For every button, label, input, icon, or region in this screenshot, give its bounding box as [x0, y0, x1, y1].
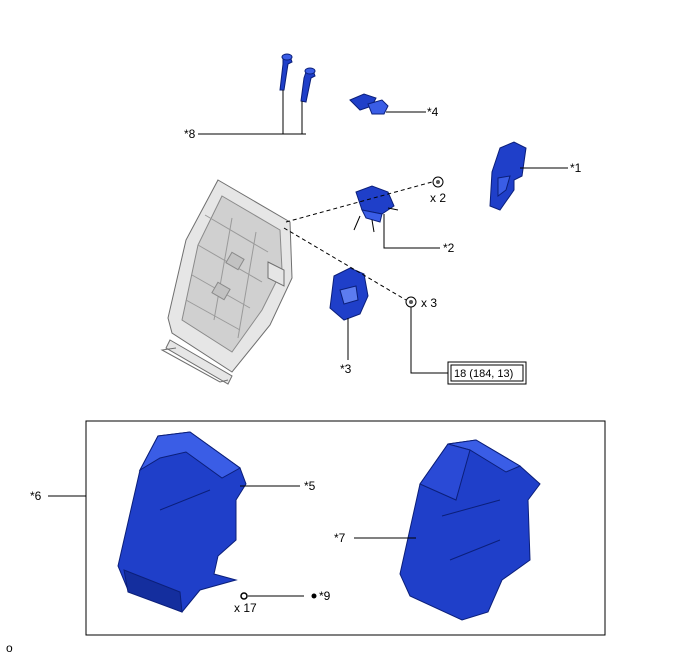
callout-6: *6: [30, 489, 42, 503]
callout-8: *8: [184, 127, 196, 141]
part-4-cover: [349, 93, 426, 115]
part-7-seatback-cover: [354, 439, 541, 621]
quantity-screw: x 2: [430, 191, 446, 205]
bolt: [405, 296, 448, 374]
cover-group-box: [85, 420, 606, 636]
corner-mark: o: [6, 641, 13, 655]
callout-9: *9: [319, 589, 331, 603]
callout-1: *1: [570, 161, 582, 175]
callout-3: *3: [340, 362, 352, 376]
part-1-cover: [489, 141, 568, 211]
part-3-mechanism: [329, 267, 369, 360]
install-line-screw: [285, 181, 433, 223]
screw: [432, 176, 444, 188]
callout-7: *7: [334, 531, 346, 545]
quantity-clip: x 17: [234, 601, 257, 615]
callout-5: *5: [304, 479, 316, 493]
callout-2: *2: [443, 241, 455, 255]
callout-4: *4: [427, 105, 439, 119]
install-line-bolt: [283, 227, 407, 301]
quantity-bolt: x 3: [421, 296, 437, 310]
part-9-clip: [240, 592, 317, 600]
part-2-bracket: [353, 185, 440, 249]
seatback-frame: [160, 179, 293, 385]
part-8-pins: [198, 53, 316, 135]
torque-value: 18 (184, 13): [454, 368, 513, 380]
torque-box: [447, 361, 527, 385]
part-5-seatback-cover: [117, 431, 300, 613]
